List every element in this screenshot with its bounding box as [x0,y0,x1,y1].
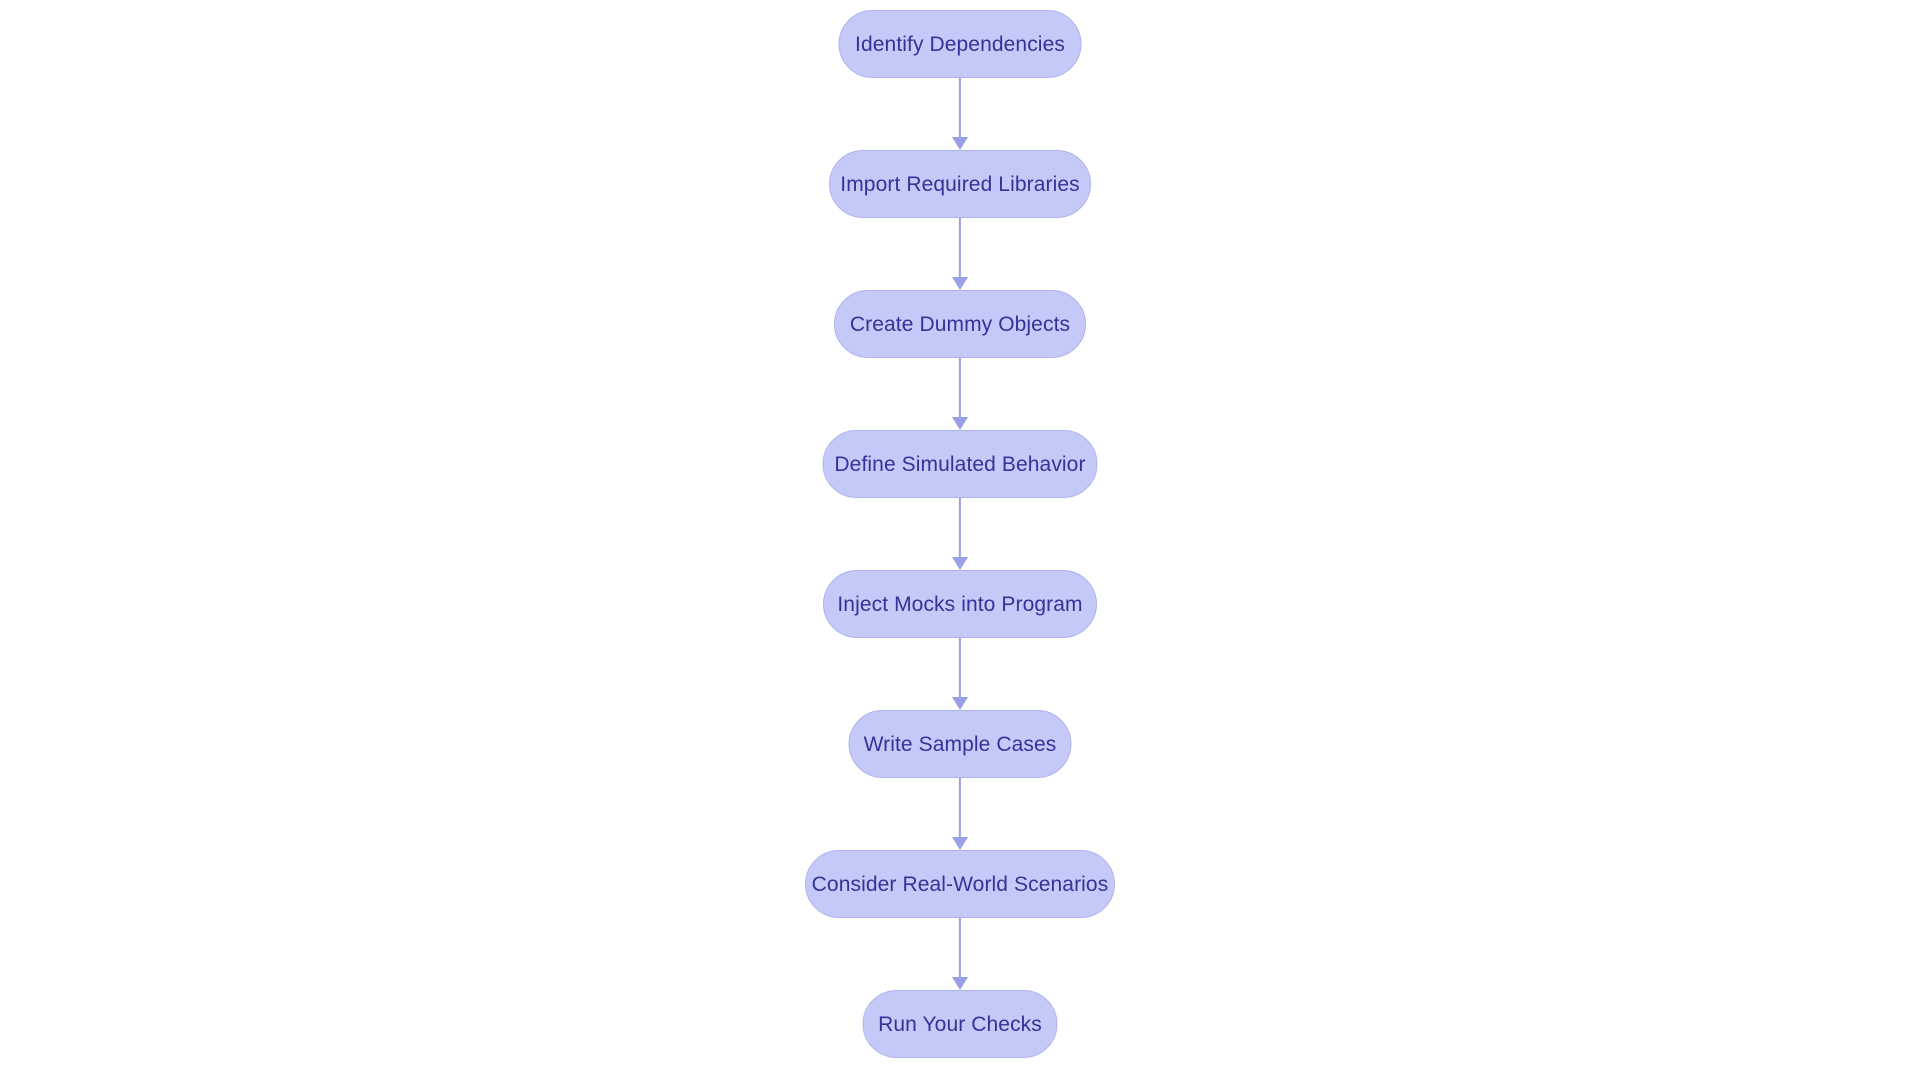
arrowhead-down-icon [952,837,968,850]
flow-node-label: Write Sample Cases [863,732,1057,756]
flow-connector-define-simulated-behavior-to-inject-mocks-into-program [949,498,971,570]
flow-connector-import-required-libraries-to-create-dummy-objects [949,218,971,290]
flow-node-inject-mocks-into-program[interactable]: Inject Mocks into Program [823,570,1097,638]
connector-line [958,358,962,417]
arrowhead-down-icon [952,137,968,150]
flow-node-label: Identify Dependencies [855,32,1065,56]
flow-connector-identify-dependencies-to-import-required-libraries [949,78,971,150]
flow-node-label: Import Required Libraries [840,172,1080,196]
flow-connector-write-sample-cases-to-consider-real-world-scenarios [949,778,971,850]
flow-connector-create-dummy-objects-to-define-simulated-behavior [949,358,971,430]
flow-node-create-dummy-objects[interactable]: Create Dummy Objects [834,290,1086,358]
flow-node-label: Consider Real-World Scenarios [811,872,1109,896]
flow-node-label: Create Dummy Objects [849,312,1071,336]
flow-node-identify-dependencies[interactable]: Identify Dependencies [838,10,1082,78]
flow-node-label: Inject Mocks into Program [837,592,1083,616]
flow-node-import-required-libraries[interactable]: Import Required Libraries [829,150,1091,218]
connector-line [958,778,962,837]
arrowhead-down-icon [952,417,968,430]
flow-node-label: Run Your Checks [878,1012,1042,1036]
connector-line [958,498,962,557]
connector-line [958,218,962,277]
flow-node-consider-real-world-scenarios[interactable]: Consider Real-World Scenarios [805,850,1115,918]
arrowhead-down-icon [952,557,968,570]
flow-node-label: Define Simulated Behavior [834,452,1086,476]
flow-node-run-your-checks[interactable]: Run Your Checks [862,990,1058,1058]
arrowhead-down-icon [952,277,968,290]
flow-connector-consider-real-world-scenarios-to-run-your-checks [949,918,971,990]
flow-connector-inject-mocks-into-program-to-write-sample-cases [949,638,971,710]
connector-line [958,638,962,697]
arrowhead-down-icon [952,977,968,990]
connector-line [958,918,962,977]
connector-line [958,78,962,137]
flow-node-write-sample-cases[interactable]: Write Sample Cases [848,710,1072,778]
arrowhead-down-icon [952,697,968,710]
flow-node-define-simulated-behavior[interactable]: Define Simulated Behavior [822,430,1098,498]
